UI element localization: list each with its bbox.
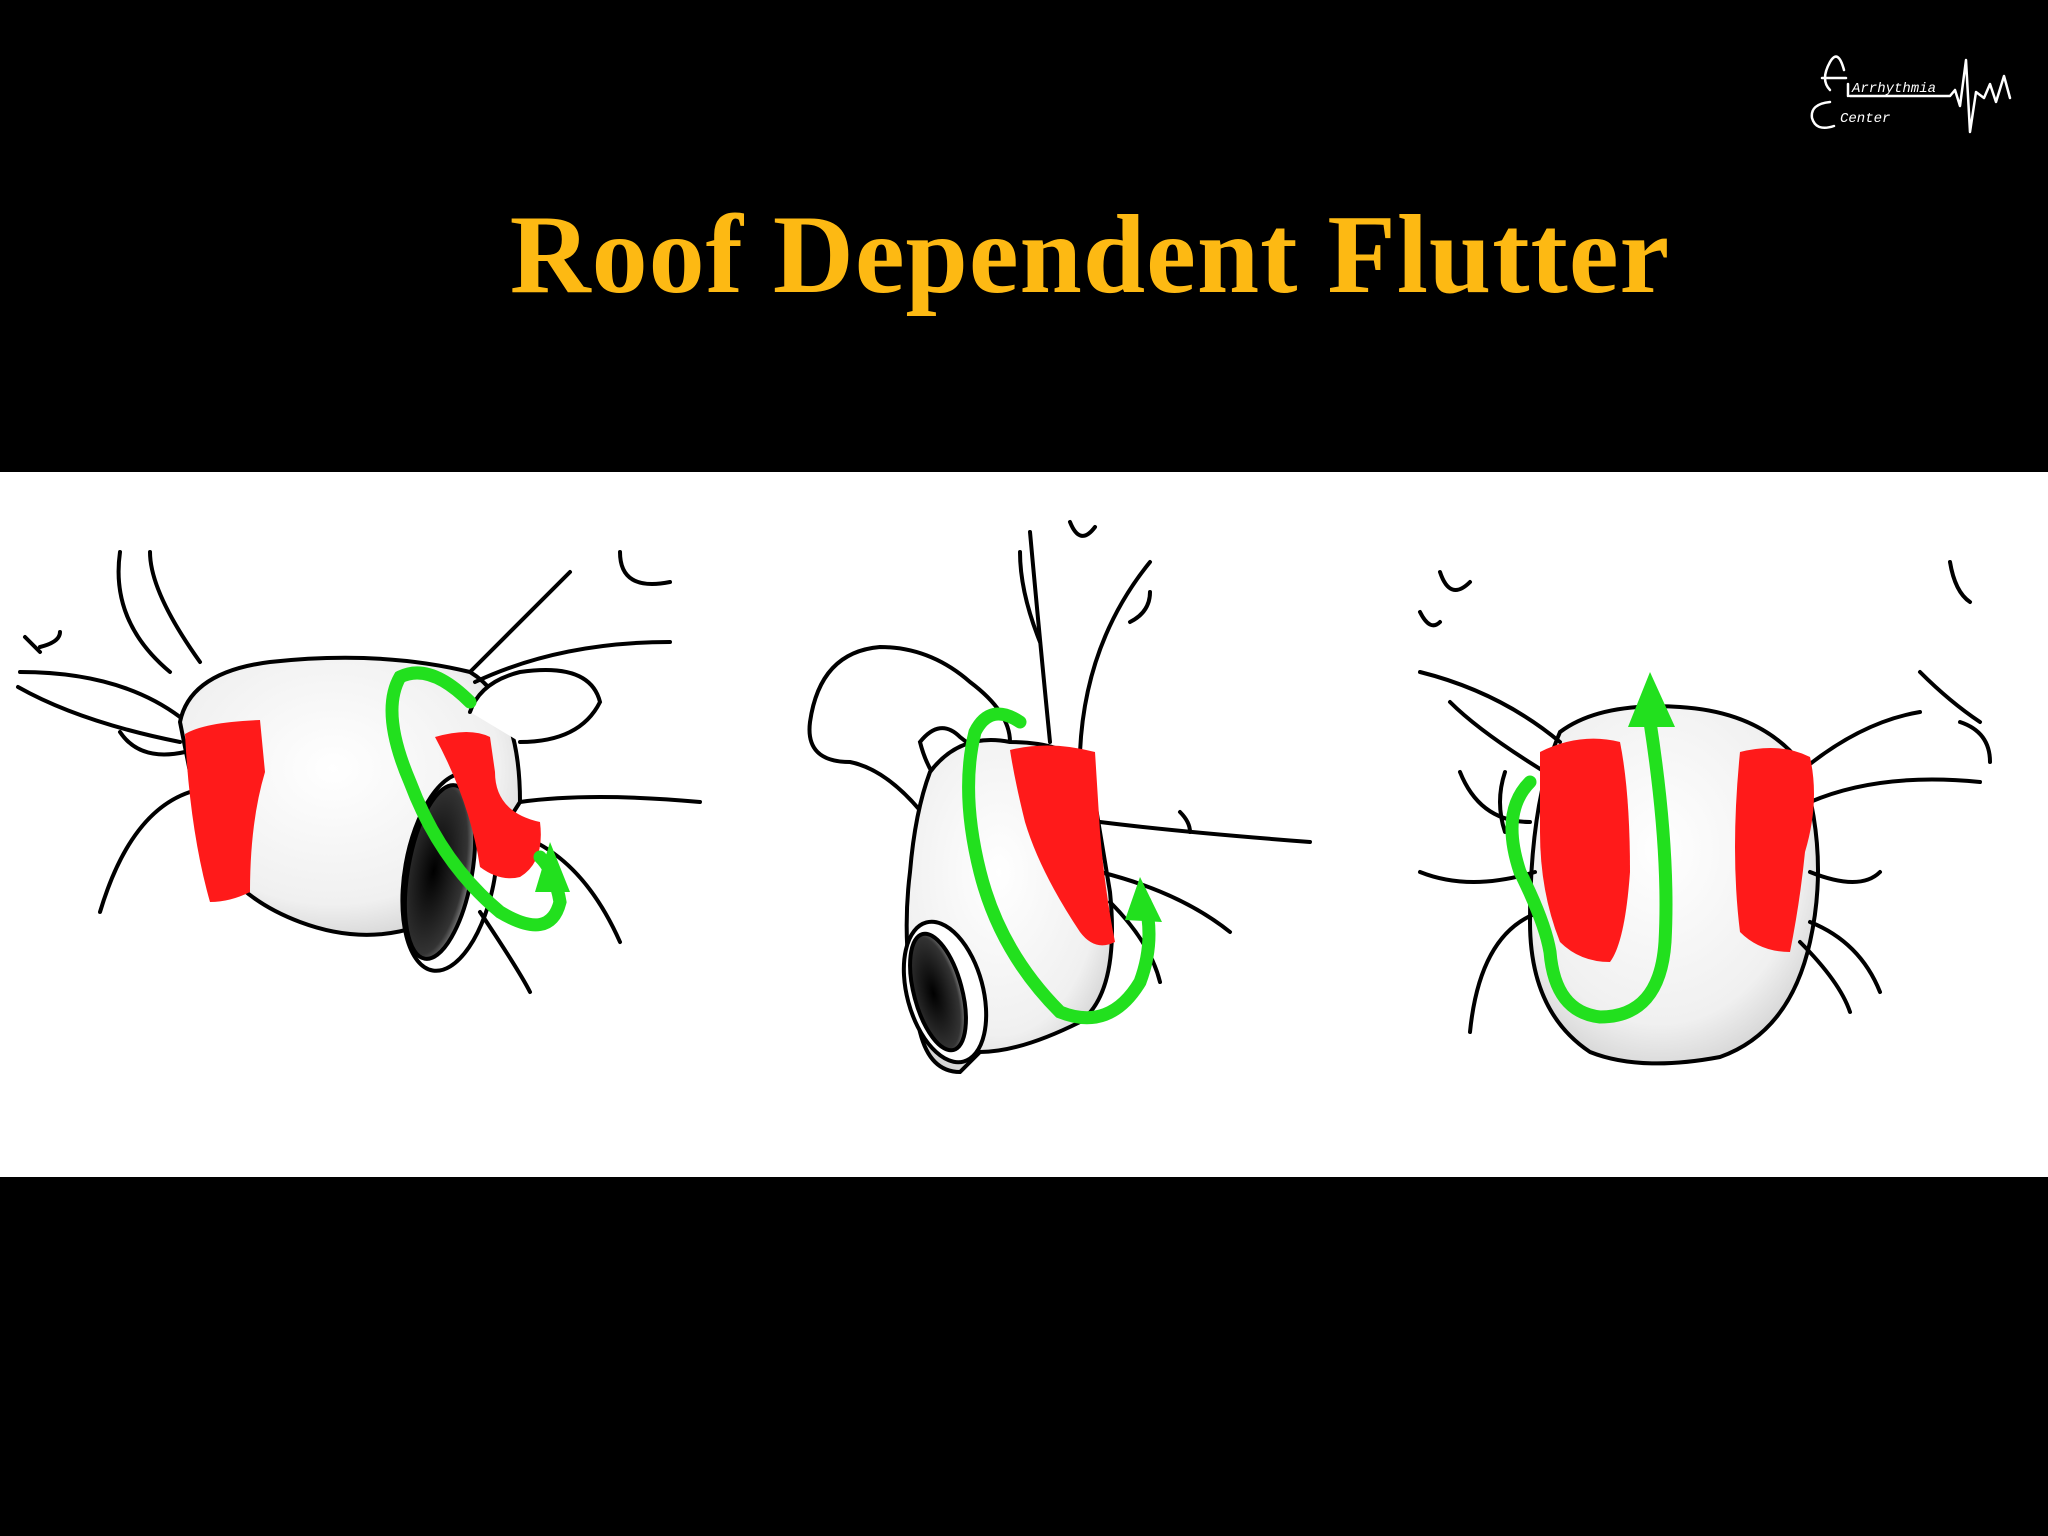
atrium-diagrams: [16, 520, 1992, 1075]
circular-arrow-icon: [1505, 715, 1673, 1024]
circular-arrow-icon: [962, 707, 1156, 1025]
circuit-arrowhead-1: [535, 842, 570, 892]
panel-1-atrium: [16, 550, 702, 994]
ablation-line-posterior-left: [1540, 738, 1630, 962]
ablation-line-roof-right: [435, 732, 541, 879]
ablation-line-roof-left: [185, 720, 265, 902]
ablation-line-posterior-right: [1735, 748, 1814, 952]
ablation-line-roof-mid: [1010, 745, 1115, 946]
circuit-arrowhead-3: [1628, 672, 1675, 727]
slide-title: Roof Dependent Flutter: [509, 193, 1671, 317]
logo-text-line2: Center: [1840, 111, 1890, 127]
logo-text-line1: Arrhythmia: [1851, 81, 1936, 97]
ecg-trace-icon: Arrhythmia Center: [1810, 55, 2012, 134]
figure-panel-band: [0, 472, 2048, 1177]
circuit-arrowhead-2: [1125, 877, 1162, 922]
circular-arrow-icon: [385, 666, 567, 932]
arrhythmia-center-logo: Arrhythmia Center: [1800, 40, 2020, 150]
panel-3-atrium: [1418, 560, 1992, 1066]
